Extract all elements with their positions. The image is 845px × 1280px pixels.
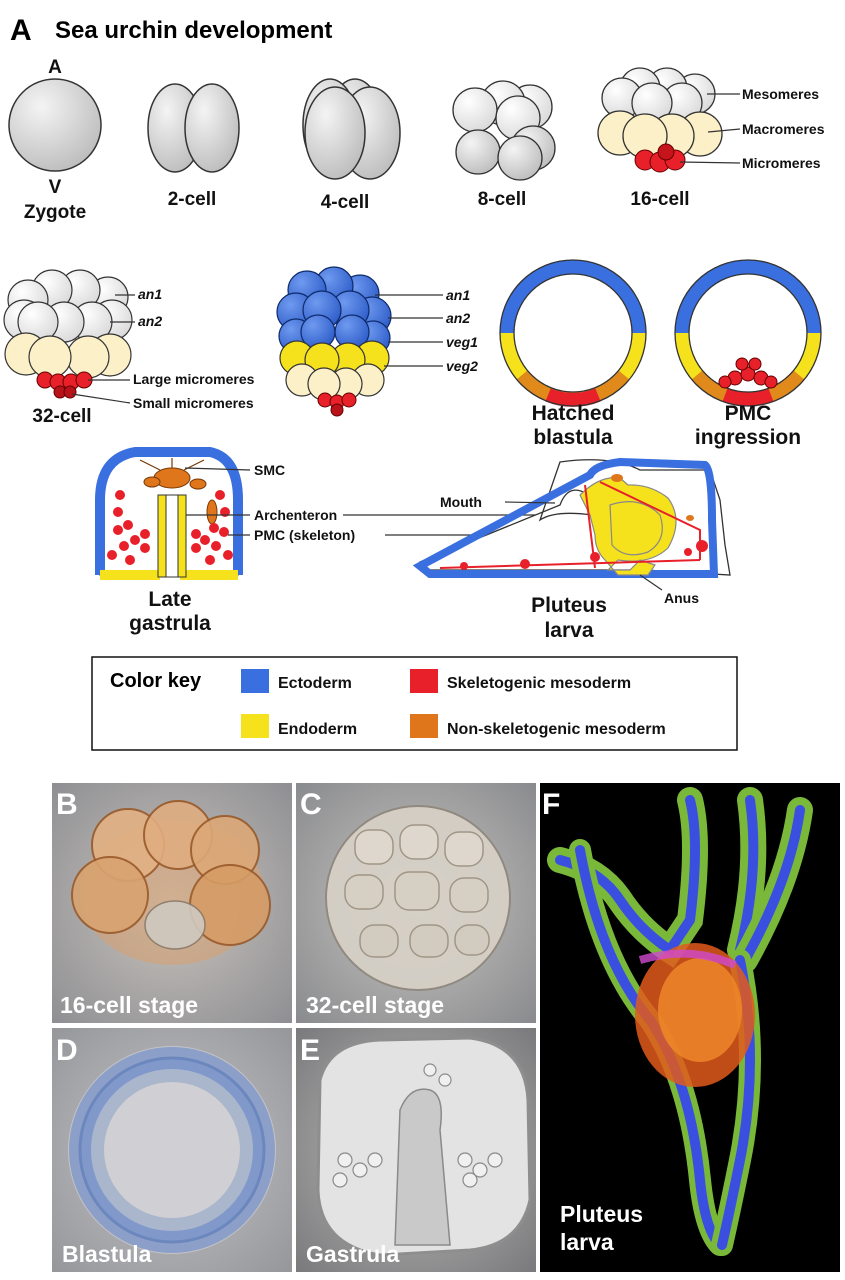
thirty-two-cell-drawing	[3, 269, 135, 404]
pluteus-larva-label-line2: larva	[544, 619, 593, 642]
pluteus-larva-label-line1: Pluteus	[531, 594, 607, 617]
callout-smc: SMC	[254, 462, 285, 478]
callout-60-an2: an2	[446, 310, 470, 326]
color-key-label-endoderm: Endoderm	[278, 721, 357, 738]
photo-panel-f	[540, 783, 840, 1272]
photo-letter-c: C	[300, 788, 322, 821]
hatched-blastula-drawing	[499, 259, 647, 407]
callout-mouth: Mouth	[440, 494, 482, 510]
pmc-ingression-label-line2: ingression	[695, 426, 801, 449]
late-gastrula-label-line2: gastrula	[129, 612, 211, 635]
callout-macromeres: Macromeres	[742, 121, 825, 137]
color-key-title: Color key	[110, 670, 202, 692]
photo-caption-c: 32-cell stage	[306, 992, 444, 1018]
callout-60-veg1: veg1	[446, 334, 478, 350]
zygote-drawing	[8, 78, 102, 172]
panel-title: Sea urchin development	[55, 17, 332, 44]
photo-panel-b	[52, 783, 292, 1023]
late-gastrula-drawing	[95, 447, 251, 580]
four-cell-drawing	[302, 78, 401, 180]
zygote-animal-pole-label: A	[48, 57, 62, 78]
color-key-swatch-endoderm	[241, 714, 269, 738]
pmc-ingression-label-line1: PMC	[725, 402, 772, 425]
hatched-blastula-label-line1: Hatched	[532, 402, 615, 425]
color-key-swatch-non-skeletogenic	[410, 714, 438, 738]
callout-32-an1: an1	[138, 286, 162, 302]
pluteus-larva-drawing	[412, 457, 731, 591]
photo-caption-e: Gastrula	[306, 1241, 400, 1267]
zygote-label: Zygote	[24, 202, 86, 223]
color-key-swatch-ectoderm	[241, 669, 269, 693]
late-gastrula-label-line1: Late	[148, 588, 191, 611]
thirty-two-cell-label: 32-cell	[32, 406, 91, 427]
photo-letter-f: F	[542, 788, 560, 821]
callout-32-an2: an2	[138, 313, 162, 329]
photo-caption-f-line2: larva	[560, 1229, 614, 1255]
eight-cell-drawing	[452, 80, 556, 181]
callout-large-micromeres: Large micromeres	[133, 371, 255, 387]
photo-caption-b: 16-cell stage	[60, 992, 198, 1018]
four-cell-label: 4-cell	[321, 192, 370, 213]
panel-letter-a: A	[10, 14, 32, 47]
callout-micromeres: Micromeres	[742, 155, 821, 171]
pmc-ingression-drawing	[674, 259, 822, 407]
callout-60-an1: an1	[446, 287, 470, 303]
sixteen-cell-label: 16-cell	[630, 189, 689, 210]
photo-panel-e	[296, 1028, 536, 1272]
photo-caption-d: Blastula	[62, 1241, 152, 1267]
callout-anus: Anus	[664, 590, 699, 606]
photo-letter-b: B	[56, 788, 78, 821]
two-cell-label: 2-cell	[168, 189, 217, 210]
color-key-label-ectoderm: Ectoderm	[278, 675, 352, 692]
sixty-cell-drawing	[276, 266, 443, 417]
photo-letter-e: E	[300, 1034, 320, 1067]
photo-caption-f-line1: Pluteus	[560, 1201, 643, 1227]
color-key-label-skeletogenic: Skeletogenic mesoderm	[447, 675, 631, 692]
callout-archenteron: Archenteron	[254, 507, 337, 523]
callout-60-veg2: veg2	[446, 358, 478, 374]
photo-panel-c	[296, 783, 536, 1023]
callout-pmc-skeleton: PMC (skeleton)	[254, 527, 355, 543]
zygote-vegetal-pole-label: V	[49, 177, 62, 198]
color-key-swatch-skeletogenic	[410, 669, 438, 693]
sixteen-cell-drawing	[597, 67, 741, 173]
hatched-blastula-label-line2: blastula	[533, 426, 613, 449]
callout-mesomeres: Mesomeres	[742, 86, 819, 102]
color-key-label-non-skeletogenic: Non-skeletogenic mesoderm	[447, 721, 666, 738]
photo-panel-d	[52, 1028, 292, 1272]
eight-cell-label: 8-cell	[478, 189, 527, 210]
photo-letter-d: D	[56, 1034, 78, 1067]
callout-small-micromeres: Small micromeres	[133, 395, 254, 411]
two-cell-drawing	[147, 83, 240, 173]
